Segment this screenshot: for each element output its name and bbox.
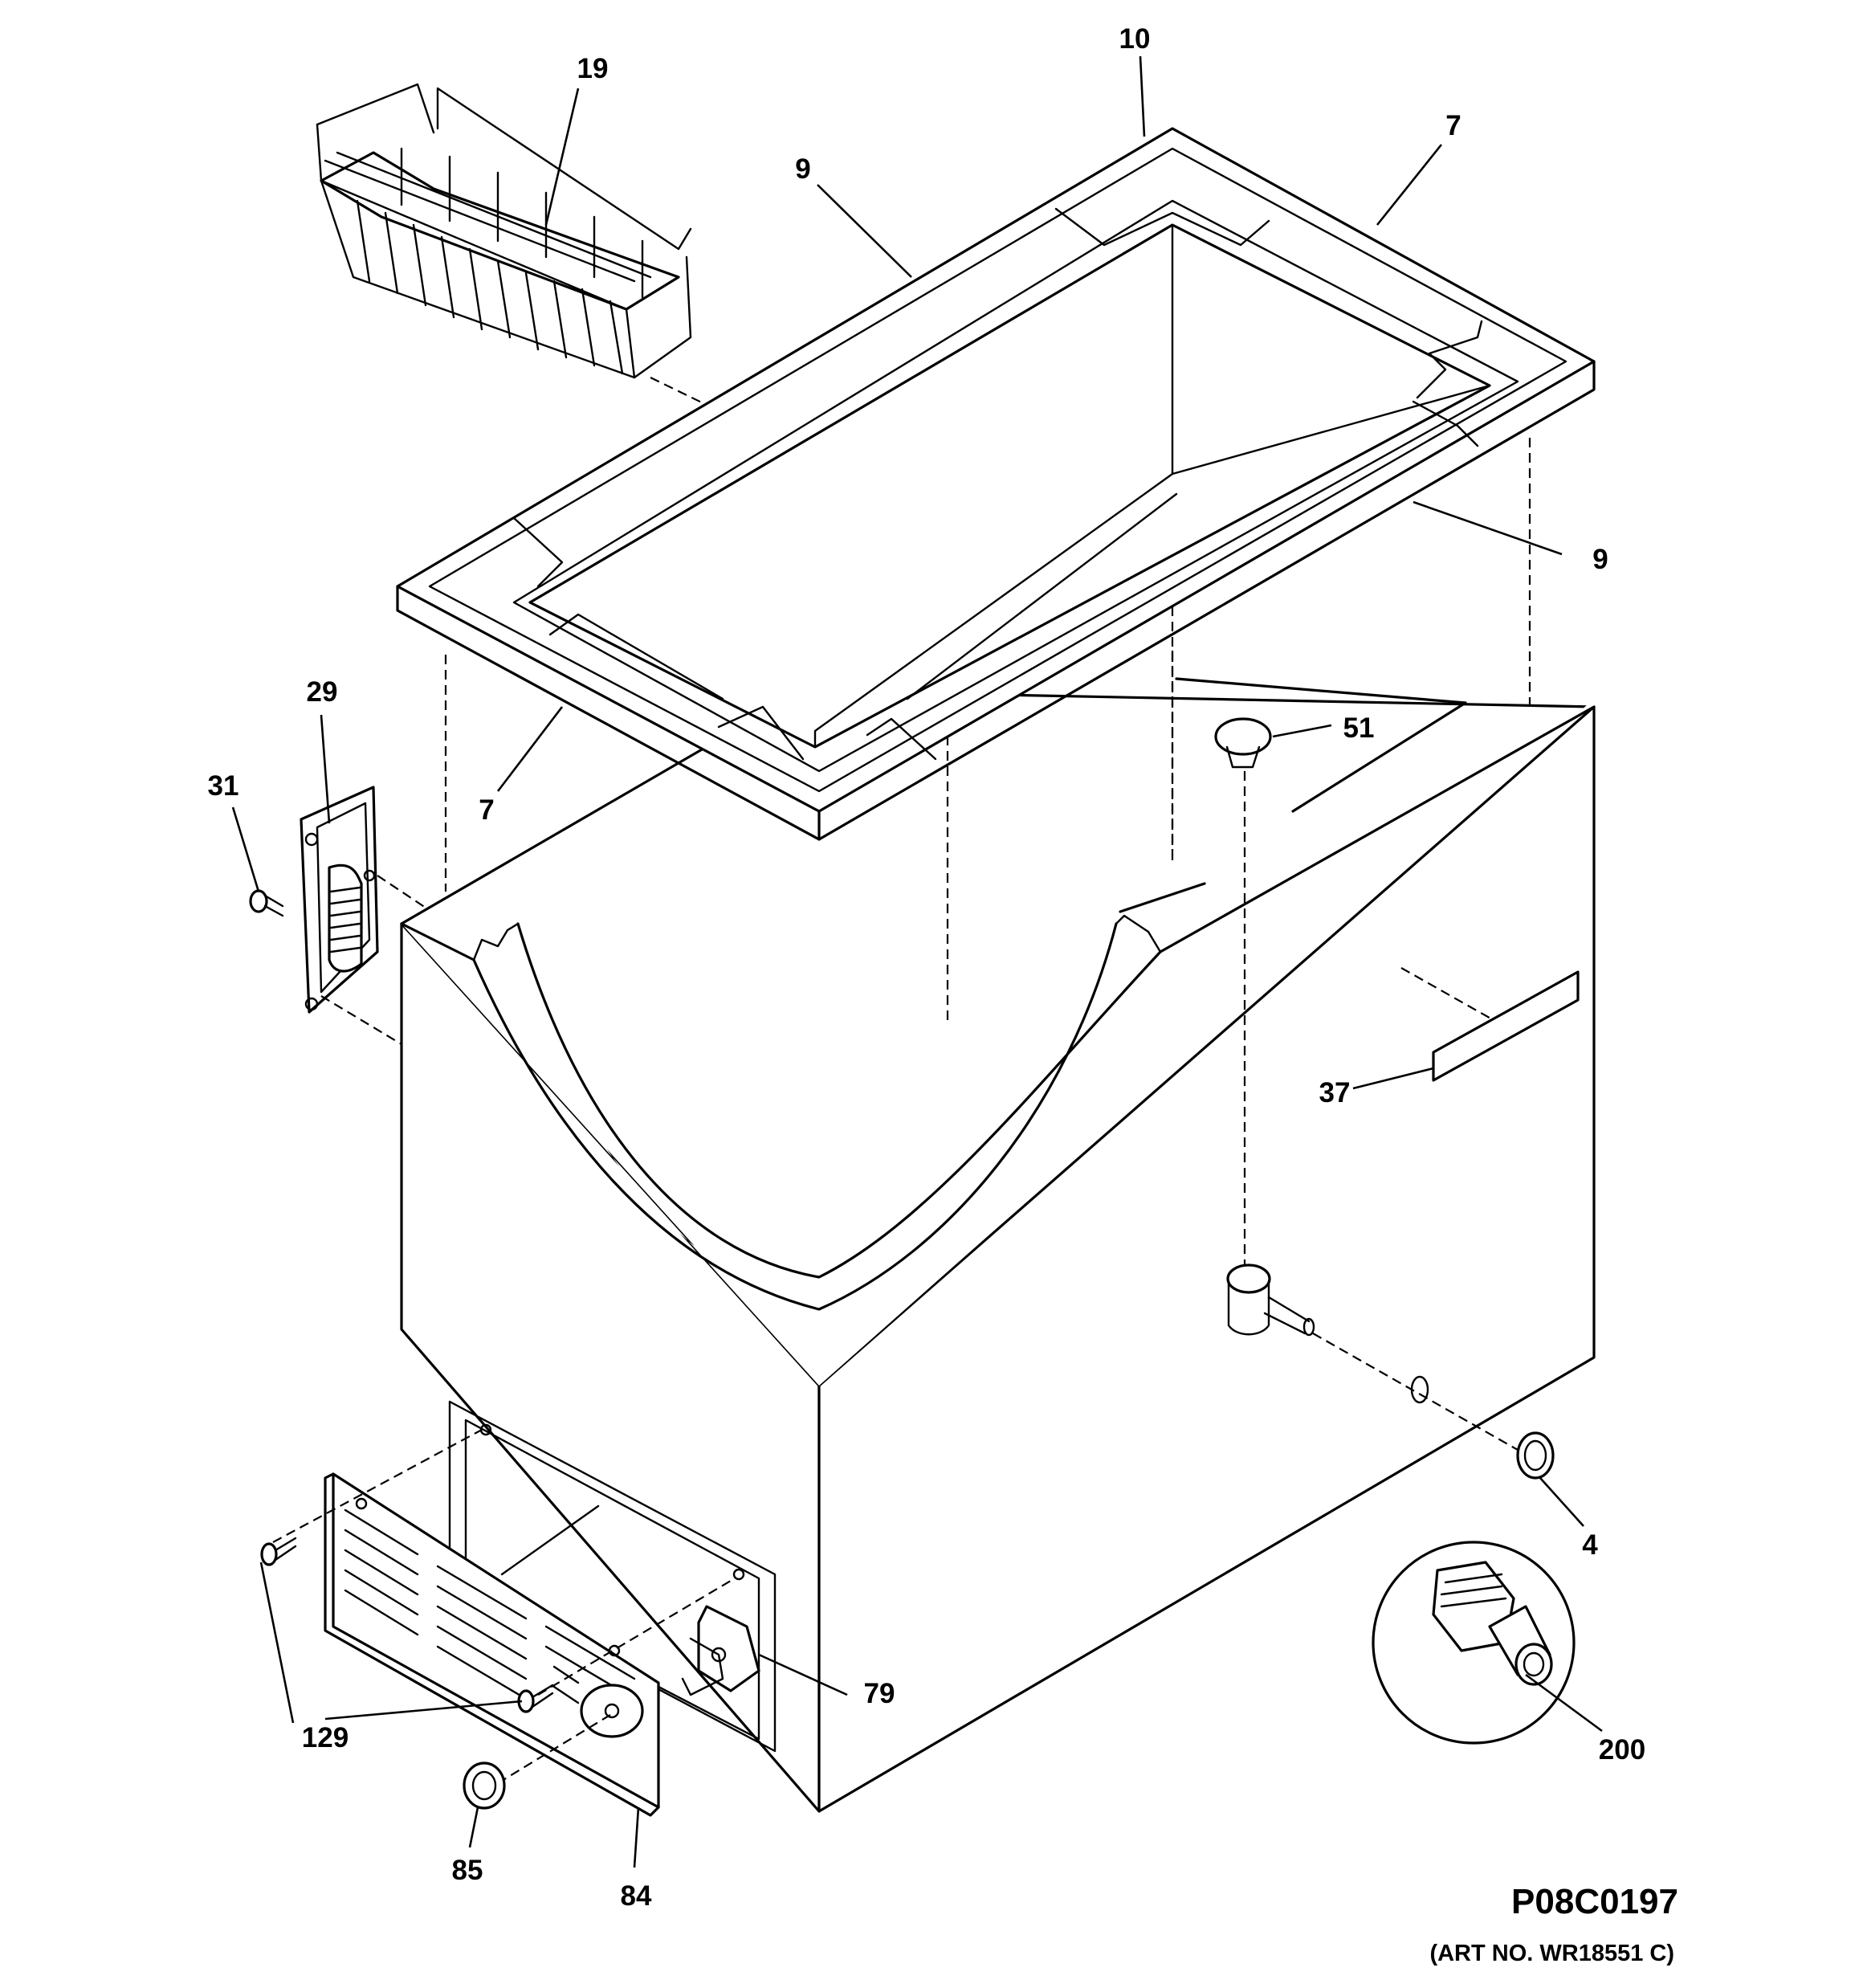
callout-200: 200: [1599, 1734, 1645, 1766]
callout-85: 85: [452, 1855, 483, 1886]
callout-84: 84: [621, 1880, 652, 1912]
callout-29: 29: [307, 676, 338, 708]
callout-19: 19: [577, 53, 609, 84]
wire-basket: [316, 83, 692, 379]
callout-7-rear: 7: [1445, 110, 1461, 141]
callout-79: 79: [864, 1678, 895, 1709]
callout-4: 4: [1582, 1529, 1598, 1561]
callout-31: 31: [208, 770, 239, 802]
nameplate-37: [1400, 967, 1580, 1082]
thermostat-knob: [463, 1761, 506, 1810]
drain-tube: [1226, 1263, 1519, 1451]
callout-labels: 19 10 7 9 9 7 29 31 51 37 4 79 129 200 8…: [208, 23, 1678, 1966]
drain-cap-4: [1516, 1431, 1555, 1480]
callout-7-front: 7: [479, 794, 494, 826]
hinge-assembly: [300, 786, 426, 1045]
door-gasket-frame: [396, 127, 1596, 841]
callout-37: 37: [1319, 1077, 1351, 1108]
switch-79: [681, 1605, 760, 1696]
hinge-screw: [249, 889, 284, 917]
art-number: (ART NO. WR18551 C): [1429, 1941, 1674, 1966]
drain-plug-51: [1214, 717, 1272, 1277]
callout-9-right: 9: [1592, 544, 1608, 575]
compressor-grille: [272, 1423, 745, 1817]
callout-9-left: 9: [795, 153, 810, 185]
callout-129: 129: [302, 1722, 349, 1753]
callout-10: 10: [1119, 23, 1151, 55]
leader-lines: [231, 55, 1603, 1868]
drain-fitting-detail: [1372, 1541, 1576, 1745]
callout-51: 51: [1343, 712, 1375, 744]
diagram-code: P08C0197: [1511, 1882, 1678, 1921]
